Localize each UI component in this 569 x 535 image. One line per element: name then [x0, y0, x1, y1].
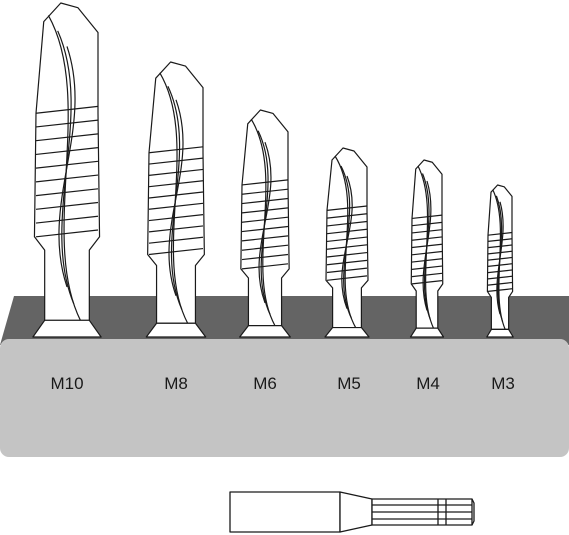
bit-thread-line: [326, 205, 368, 211]
bit-thread-line: [487, 275, 513, 280]
bit-thread-line: [35, 201, 99, 210]
stand-front-face: [0, 339, 569, 457]
bit-thread-line: [326, 213, 368, 219]
bit-thread-line: [241, 263, 289, 270]
adapter-sleeve: [229, 491, 341, 533]
adapter-tip: [471, 498, 475, 526]
bit-thread-line: [35, 133, 99, 142]
bit-thread-line: [411, 214, 443, 220]
bit-thread-line: [35, 174, 99, 183]
bit-thread-line: [35, 119, 99, 128]
bit-thread-line: [35, 215, 99, 224]
bit-thread-line: [487, 231, 513, 236]
bit-m4: [409, 159, 445, 338]
bit-thread-line: [241, 197, 289, 205]
size-labels: M10 M8 M6 M5 M4 M3: [50, 374, 514, 393]
bit-thread-line: [241, 253, 289, 261]
label-m8: M8: [164, 374, 188, 393]
bit-thread-line: [241, 188, 289, 195]
bit-thread-line: [35, 105, 99, 114]
bit-thread-line: [241, 207, 289, 214]
bit-thread-line: [411, 258, 443, 263]
label-m3: M3: [491, 374, 515, 393]
bit-thread-line: [487, 256, 513, 261]
bit-thread-line: [241, 179, 289, 186]
bit-thread-line: [148, 214, 204, 222]
adapter-taper: [339, 491, 373, 533]
bit-thread-line: [148, 157, 204, 165]
bit-thread-line: [148, 247, 204, 256]
bit-m3: [486, 184, 514, 338]
bit-thread-line: [148, 146, 204, 154]
bit-thread-line: [411, 280, 443, 285]
bit-thread-line: [326, 267, 368, 274]
bit-thread-line: [148, 180, 204, 188]
bit-thread-line: [487, 250, 513, 255]
bit-flute-line: [168, 99, 184, 296]
bit-collar: [409, 327, 445, 338]
bit-collar: [486, 328, 514, 338]
bit-thread-line: [326, 228, 368, 235]
label-m10: M10: [50, 374, 83, 393]
bit-thread-line: [241, 244, 289, 251]
bit-flute-line: [258, 141, 272, 304]
bit-thread-line: [326, 236, 368, 243]
bit-thread-line: [411, 236, 443, 241]
bit-collar: [145, 322, 207, 338]
bit-thread-line: [326, 244, 368, 250]
bit-thread-line: [241, 216, 289, 223]
bit-thread-line: [326, 275, 368, 281]
bit-collar: [32, 319, 102, 338]
bit-thread-line: [148, 168, 204, 176]
bit-thread-line: [326, 259, 368, 266]
bit-thread-line: [148, 191, 204, 199]
bit-thread-line: [487, 288, 513, 292]
bit-collar: [324, 326, 370, 338]
bit-thread-line: [241, 225, 289, 233]
hex-shank-adapter-icon: [229, 491, 475, 533]
bit-thread-line: [411, 250, 443, 256]
bit-thread-line: [487, 244, 513, 249]
bit-thread-line: [411, 272, 443, 278]
bit-thread-line: [148, 236, 204, 244]
bit-thread-line: [487, 281, 513, 286]
bit-thread-line: [487, 269, 513, 274]
bit-thread-line: [487, 263, 513, 268]
bit-thread-line: [411, 265, 443, 270]
bit-thread-line: [35, 188, 99, 197]
bit-thread-line: [326, 251, 368, 258]
bit-thread-line: [35, 229, 99, 238]
bit-thread-line: [411, 243, 443, 249]
bit-m6: [239, 109, 291, 338]
bit-flute-line: [58, 46, 76, 288]
bit-flute-line: [496, 201, 504, 315]
bits-group: [32, 2, 514, 338]
bit-flute-line: [341, 175, 353, 309]
bit-m10: [32, 2, 102, 338]
label-m5: M5: [337, 374, 361, 393]
bit-thread-line: [241, 235, 289, 242]
bit-thread-line: [35, 160, 99, 169]
bit-thread-line: [487, 238, 513, 243]
bit-thread-line: [411, 221, 443, 227]
label-m6: M6: [253, 374, 277, 393]
bit-m5: [324, 147, 370, 338]
bit-collar: [239, 325, 291, 338]
bit-m8: [145, 61, 207, 338]
bit-thread-line: [148, 225, 204, 233]
bit-thread-line: [35, 146, 99, 156]
bit-thread-line: [326, 220, 368, 227]
bit-thread-line: [411, 229, 443, 234]
label-m4: M4: [416, 374, 440, 393]
bit-thread-line: [148, 202, 204, 210]
